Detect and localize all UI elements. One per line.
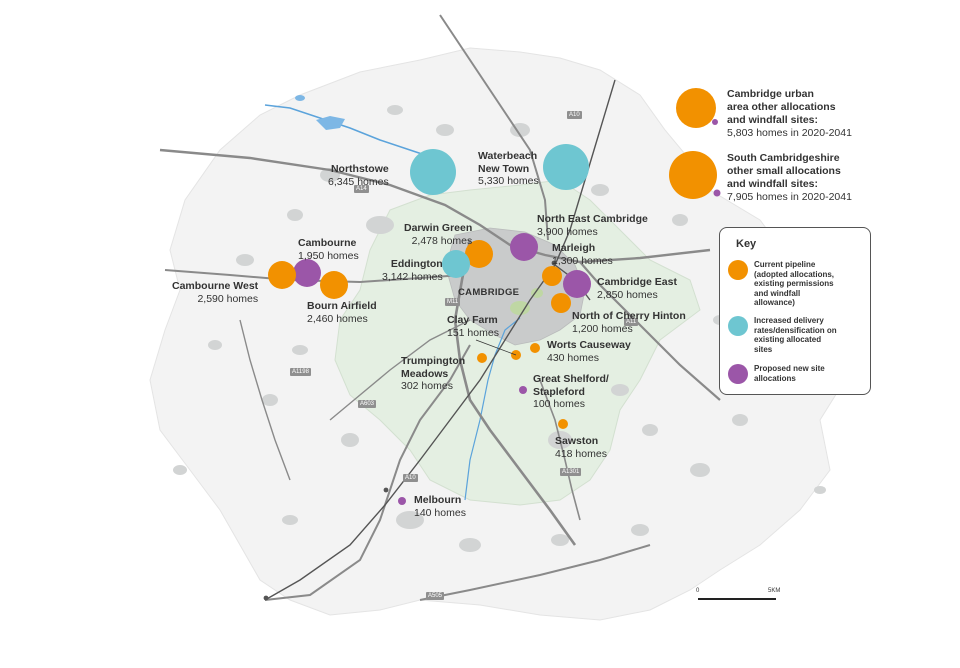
road-m11 [453, 239, 577, 546]
marker-north-east-cambridge [510, 233, 538, 261]
label-connectors [475, 339, 517, 356]
key-swatch-pipeline [728, 260, 748, 280]
river-great-ouse [264, 104, 441, 161]
river-cam [464, 317, 521, 501]
road-label-a10: A10 [567, 111, 582, 119]
road-label-a505: A505 [426, 592, 445, 600]
rail-north [554, 79, 616, 266]
marker-great-shelford [519, 386, 527, 394]
marker-trumpington-meadows [477, 353, 487, 363]
summary-south-cambs: South Cambridgeshire other small allocat… [727, 152, 852, 203]
road-network [159, 14, 721, 601]
marker-waterbeach [543, 144, 589, 190]
marker-eddington [442, 250, 470, 278]
connector-clay-farm [475, 339, 517, 356]
key-swatch-new-sites [728, 364, 748, 384]
marker-sawston [558, 419, 568, 429]
lake [295, 95, 305, 101]
marker-north-of-cherry-hinton [551, 293, 571, 313]
marker-cambourne-west [268, 261, 296, 289]
scale-start: 0 [696, 588, 700, 594]
road-a1301 [539, 379, 581, 521]
road-label-a10-south: A10 [403, 474, 418, 482]
marker-darwin-green [465, 240, 493, 268]
key-title: Key [736, 238, 757, 250]
key-label-pipeline: Current pipeline (adopted allocations, e… [754, 260, 835, 307]
key-label-new-sites: Proposed new site allocations [754, 364, 825, 383]
scale-bar-line [698, 598, 776, 600]
road-label-a603: A603 [358, 400, 377, 408]
summary-south-small [713, 189, 721, 197]
marker-bourn-airfield [320, 271, 348, 299]
marker-melbourn [398, 497, 406, 505]
key-item-new-sites: Proposed new site allocations [728, 364, 868, 388]
summary-south-large [669, 151, 717, 199]
road-a505 [419, 544, 651, 601]
road-a603 [329, 319, 471, 421]
summary-markers [669, 88, 721, 199]
rail-south [264, 264, 556, 601]
lakes [316, 116, 345, 130]
road-a10-north [439, 14, 549, 241]
key-item-pipeline: Current pipeline (adopted allocations, e… [728, 260, 868, 308]
stations [263, 260, 557, 601]
key-swatch-density [728, 316, 748, 336]
scale-end: 5KM [768, 588, 781, 594]
city-label-cambridge: CAMBRIDGE [458, 287, 520, 298]
road-a10-south [264, 344, 471, 601]
summary-urban: Cambridge urban area other allocations a… [727, 88, 852, 139]
marker-cambourne [293, 259, 321, 287]
summary-urban-small [712, 119, 718, 125]
road-a1198 [239, 319, 291, 481]
marker-worts-causeway [530, 343, 540, 353]
road-a14 [159, 148, 711, 264]
marker-northstowe [410, 149, 456, 195]
key-item-density: Increased delivery rates/densification o… [728, 316, 868, 356]
road-label-a14: A14 [354, 185, 369, 193]
marker-cambridge-east [563, 270, 591, 298]
scale-bar: 0 5KM [696, 588, 786, 602]
site-markers [268, 144, 591, 505]
map-key: Key Current pipeline (adopted allocation… [719, 227, 871, 395]
key-label-density: Increased delivery rates/densification o… [754, 316, 837, 354]
road-label-a1198: A1198 [290, 368, 311, 376]
marker-marleigh [542, 266, 562, 286]
road-label-a1301: A1301 [560, 468, 582, 476]
green-space [510, 301, 530, 315]
road-label-a11: A11 [624, 318, 639, 326]
road-label-m11-north: M11 [445, 298, 461, 306]
summary-urban-large [676, 88, 716, 128]
